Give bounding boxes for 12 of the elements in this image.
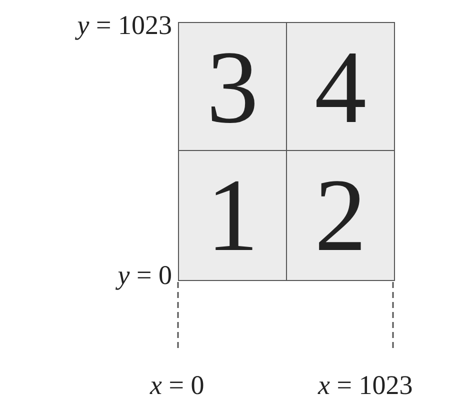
axis-label: x = 0 xyxy=(150,372,204,399)
quadrant-number: 1 xyxy=(206,164,258,268)
grid-cell xyxy=(178,22,287,153)
quadrant-number: 3 xyxy=(206,36,258,140)
grid-cell xyxy=(286,22,395,153)
grid-cell xyxy=(178,150,287,281)
quadrant-number: 2 xyxy=(314,164,366,268)
axis-label: y = 0 xyxy=(118,262,172,289)
quadrant-number: 4 xyxy=(314,36,366,140)
axis-label: y = 1023 xyxy=(77,12,172,39)
grid-cell xyxy=(286,150,395,281)
axis-label: x = 1023 xyxy=(318,372,413,399)
